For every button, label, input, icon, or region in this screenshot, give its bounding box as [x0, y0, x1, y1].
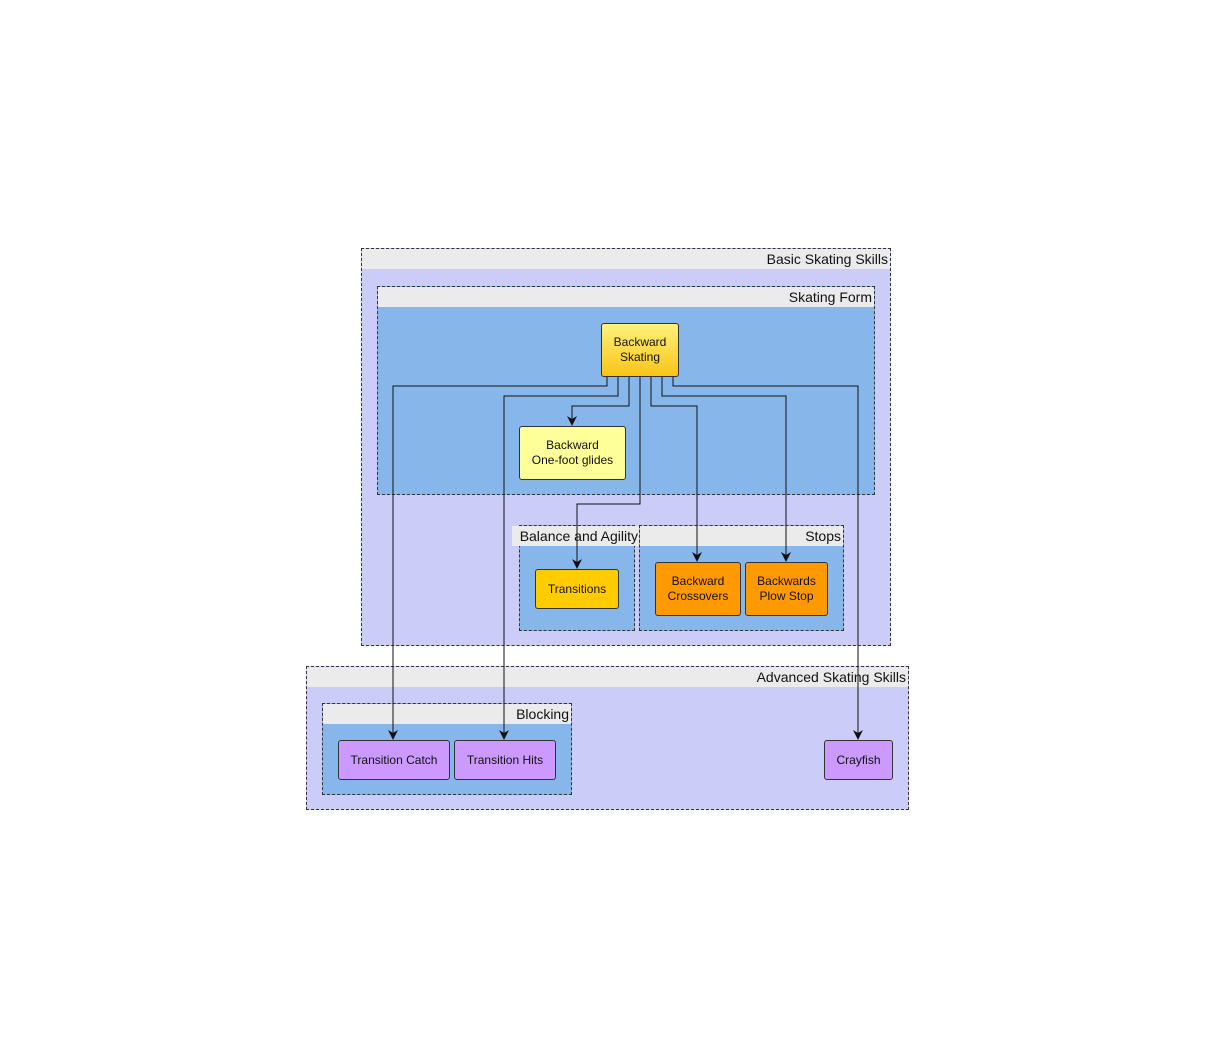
- node-backward-one-foot-glides[interactable]: Backward One-foot glides: [519, 426, 626, 480]
- group-label-advanced-skating-skills: Advanced Skating Skills: [307, 667, 908, 687]
- node-crayfish[interactable]: Crayfish: [824, 740, 893, 780]
- node-label-backward-skating: Backward Skating: [613, 335, 667, 364]
- node-transition-hits[interactable]: Transition Hits: [454, 740, 556, 780]
- group-label-basic-skating-skills: Basic Skating Skills: [362, 249, 890, 269]
- group-label-stops: Stops: [640, 526, 843, 546]
- node-label-backward-one-foot-glides: Backward One-foot glides: [531, 438, 614, 467]
- node-transitions[interactable]: Transitions: [535, 569, 619, 609]
- node-label-transitions: Transitions: [547, 581, 607, 596]
- group-label-blocking: Blocking: [323, 704, 571, 724]
- node-label-transition-hits: Transition Hits: [466, 752, 544, 767]
- node-label-backwards-plow-stop: Backwards Plow Stop: [757, 574, 816, 603]
- group-skating-form: Skating Form: [377, 286, 875, 495]
- node-label-crayfish: Crayfish: [836, 752, 881, 767]
- node-label-transition-catch: Transition Catch: [350, 752, 438, 767]
- group-label-skating-form: Skating Form: [378, 287, 874, 307]
- node-backward-skating[interactable]: Backward Skating: [601, 323, 679, 377]
- node-label-backward-crossovers: Backward Crossovers: [667, 574, 729, 603]
- node-backward-crossovers[interactable]: Backward Crossovers: [655, 562, 741, 616]
- group-label-balance-and-agility: Balance and Agility: [512, 526, 640, 546]
- node-transition-catch[interactable]: Transition Catch: [338, 740, 450, 780]
- node-backwards-plow-stop[interactable]: Backwards Plow Stop: [745, 562, 828, 616]
